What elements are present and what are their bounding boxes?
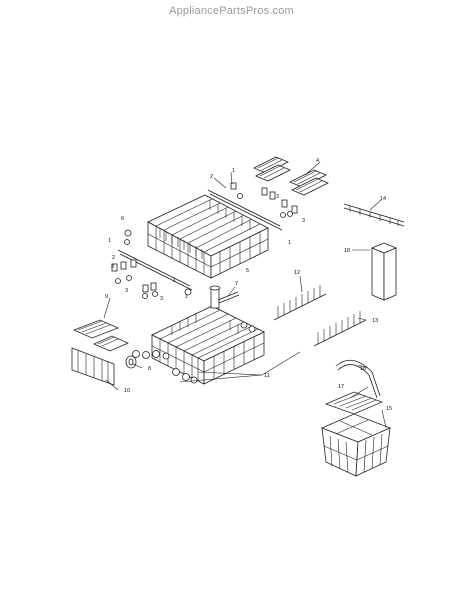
callout-16: 16	[360, 366, 366, 372]
basket-post-18[interactable]	[370, 242, 398, 301]
cup-shelf-parts[interactable]	[253, 156, 329, 196]
callout-1-lower: 1	[185, 294, 188, 300]
callout-3-left-b: 3	[125, 288, 128, 294]
callout-1-mid: 1	[173, 278, 176, 284]
callout-3-left-a: 3	[111, 264, 114, 270]
callout-6: 6	[121, 216, 124, 222]
callout-12: 12	[294, 270, 300, 276]
callout-labels: 1 1 1 1 1 2 2 3 3 3 3 3 4 5 6 7 8 9 10 1…	[105, 158, 392, 412]
callout-11: 11	[264, 373, 270, 379]
callout-18: 18	[344, 248, 350, 254]
leader-lines	[103, 161, 387, 429]
callout-3-right-a: 3	[276, 194, 279, 200]
callout-1-upper-left: 1	[108, 238, 111, 244]
callout-10: 10	[124, 388, 130, 394]
callout-8: 8	[148, 366, 151, 372]
callout-14: 14	[380, 196, 386, 202]
rack-rollers-upper[interactable]	[111, 182, 298, 299]
callout-2-top: 2	[210, 174, 213, 180]
tine-row-13[interactable]	[313, 311, 367, 347]
silverware-basket-15[interactable]	[320, 413, 392, 477]
lower-rack-wheels[interactable]	[125, 321, 256, 384]
callout-9: 9	[105, 294, 108, 300]
tine-row-12[interactable]	[273, 285, 327, 321]
callout-1-upper-right: 1	[288, 240, 291, 246]
callout-13: 13	[372, 318, 378, 324]
callout-1-top: 1	[232, 168, 235, 174]
watermark: AppliancePartsPros.com	[169, 5, 294, 17]
side-basket-10[interactable]	[71, 347, 115, 386]
callout-3-right-b: 3	[302, 218, 305, 224]
basket-lid-17[interactable]	[324, 391, 384, 415]
callout-7: 7	[235, 281, 238, 287]
basket-handle-16[interactable]	[335, 359, 381, 399]
callout-15: 15	[386, 406, 392, 412]
lower-rack[interactable]	[151, 305, 265, 385]
callout-5: 5	[246, 268, 249, 274]
callout-3-left-c: 3	[160, 296, 163, 302]
callout-17: 17	[338, 384, 344, 390]
callout-4: 4	[316, 158, 319, 164]
shelf-rail-14[interactable]	[343, 203, 405, 227]
upper-rack[interactable]	[117, 189, 283, 291]
shelf-insert-9[interactable]	[72, 319, 129, 352]
spray-arm-7[interactable]	[209, 285, 240, 309]
callout-2-left: 2	[112, 255, 115, 261]
